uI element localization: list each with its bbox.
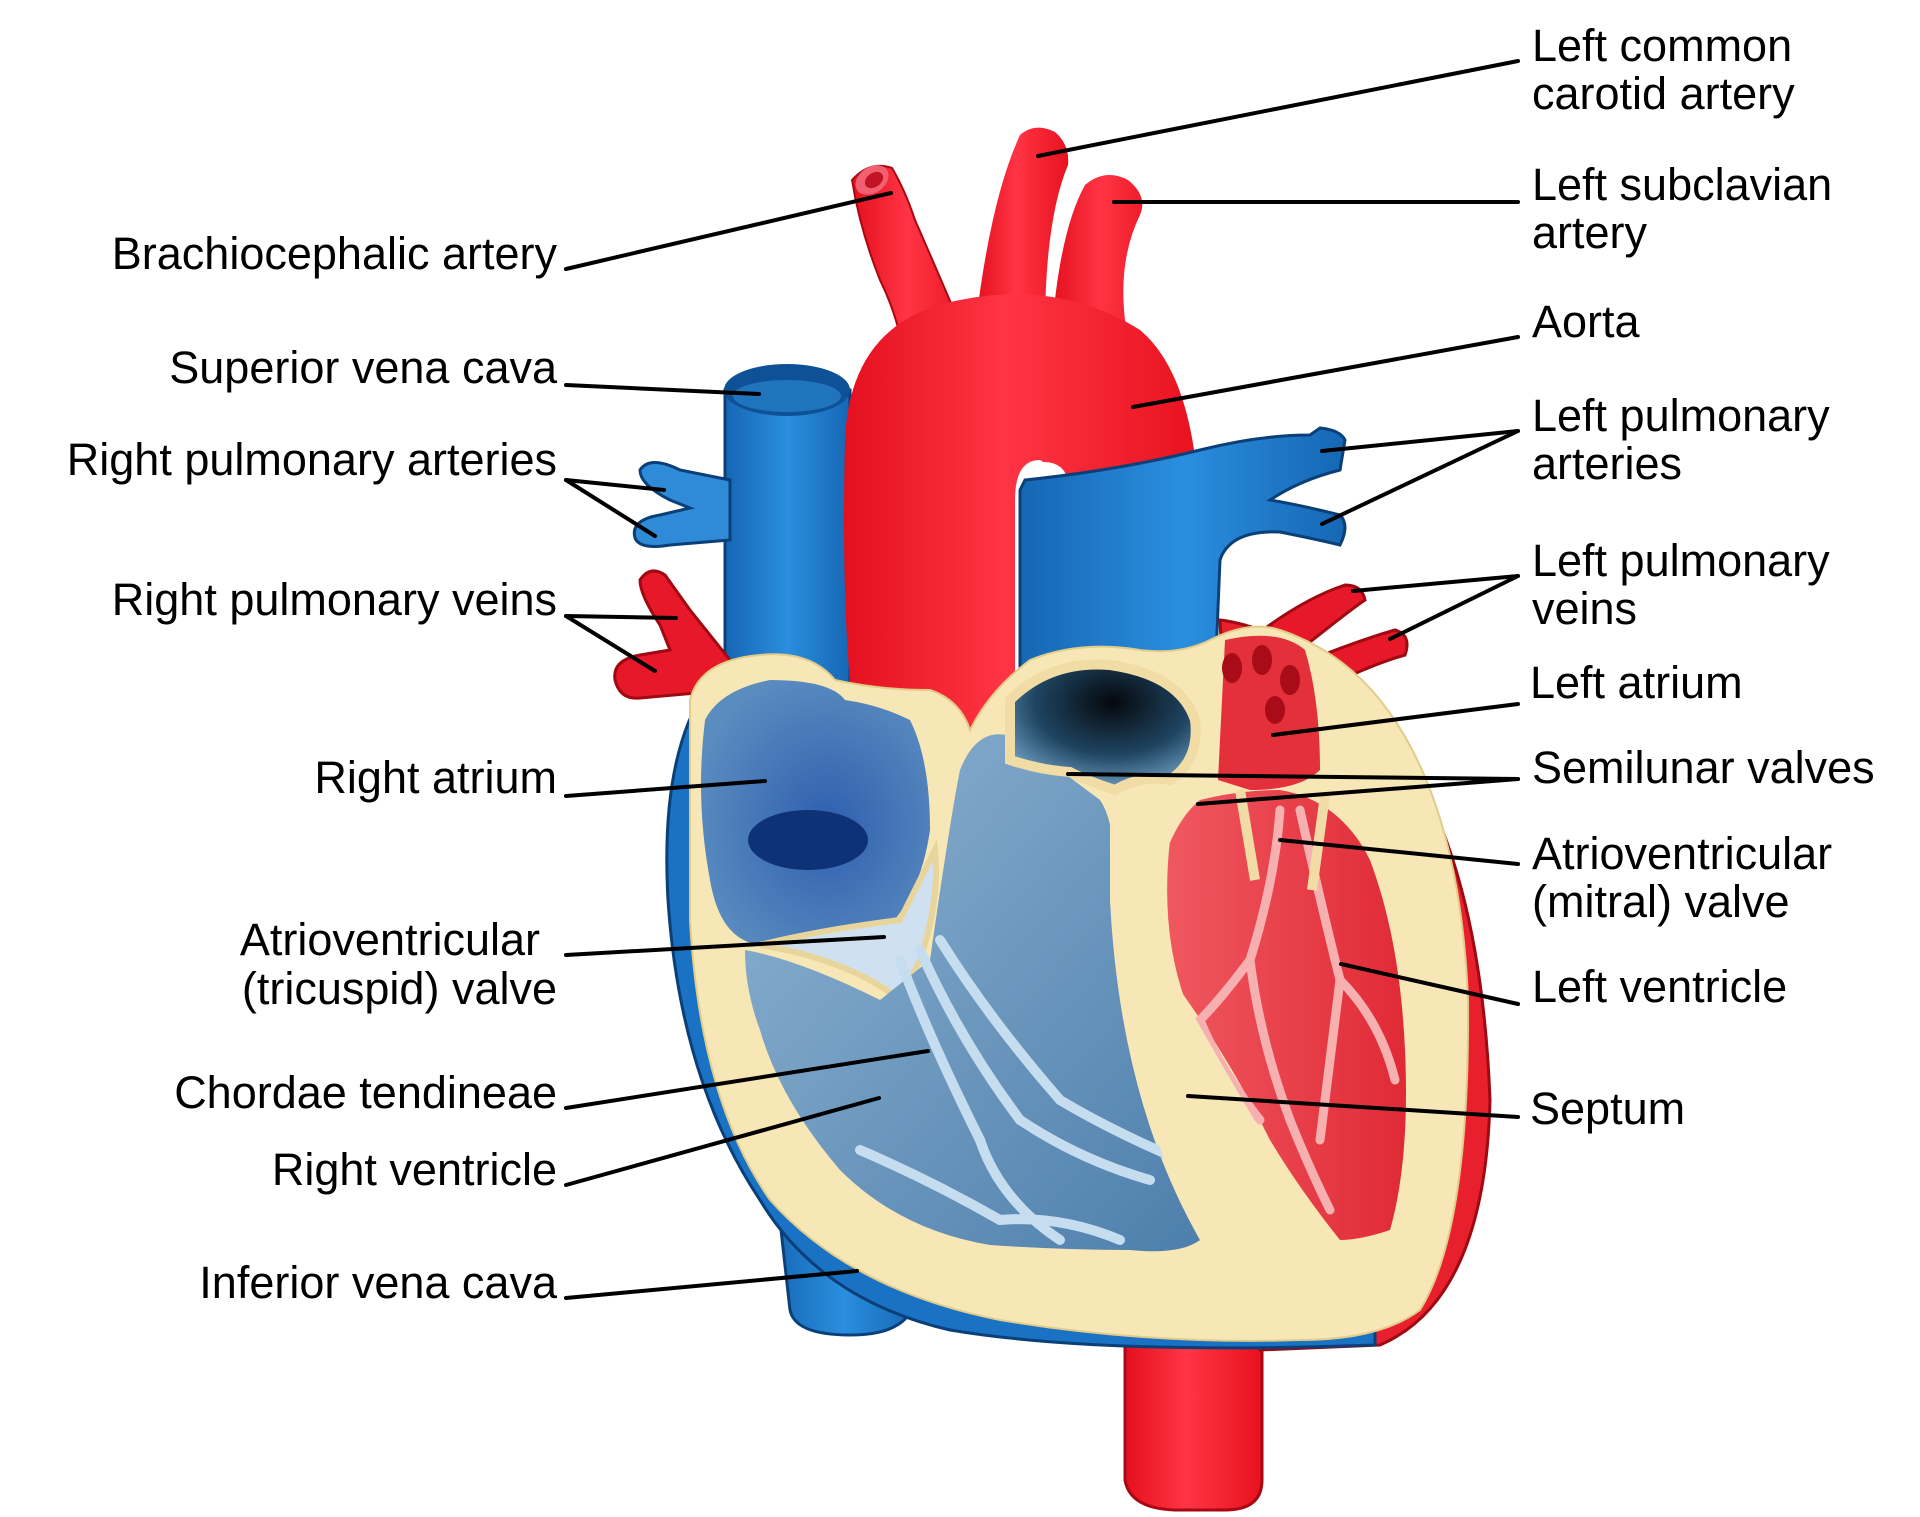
label-left-subclavian-line2: artery [1532,207,1648,258]
label-mitral-line2: (mitral) valve [1532,876,1790,927]
leader-right-pulmonary-vein-1 [564,614,678,620]
leader-left-atrium [1271,702,1520,737]
leader-left-common-carotid [1036,59,1520,158]
left-chordae-tendineae [1195,805,1400,1215]
leader-semilunar-2 [1196,777,1520,806]
labels-right: Left common carotid artery Left subclavi… [1530,20,1875,1134]
right-chordae-tendineae [855,935,1185,1245]
leader-mitral-valve [1278,838,1520,866]
label-chordae-tendineae: Chordae tendineae [174,1067,557,1118]
leader-superior-vena-cava [564,383,761,396]
aorta-vessel [844,294,1200,760]
leader-septum [1186,1094,1520,1119]
leader-right-pulmonary-vein-2 [564,614,657,673]
leader-lines [564,59,1520,1300]
label-left-subclavian-line1: Left subclavian [1532,159,1832,210]
pulmonary-trunk-vessel [1018,426,1347,682]
label-right-atrium: Right atrium [314,752,557,803]
label-right-pulmonary-arteries: Right pulmonary arteries [67,434,557,485]
leader-inferior-vena-cava [564,1269,859,1300]
label-brachiocephalic-artery: Brachiocephalic artery [112,228,558,279]
leader-right-ventricle [564,1096,881,1187]
label-right-ventricle: Right ventricle [272,1144,557,1195]
leader-tricuspid-valve [564,935,886,957]
left-ventricle-cavity [1157,790,1406,1240]
label-left-pulmonary-veins-line1: Left pulmonary [1532,535,1830,586]
right-pulmonary-arteries-vessel [632,461,732,548]
label-inferior-vena-cava: Inferior vena cava [199,1257,558,1308]
label-semilunar-valves: Semilunar valves [1532,742,1875,793]
label-mitral-line1: Atrioventricular [1532,828,1832,879]
left-common-carotid-vessel [975,127,1069,330]
leader-brachiocephalic [564,191,893,271]
right-pulmonary-veins-vessel [613,569,732,700]
label-left-ventricle: Left ventricle [1532,961,1787,1012]
leader-semilunar-1 [1066,772,1520,781]
leader-left-pulmonary-artery-1 [1320,429,1520,453]
leader-left-pulmonary-artery-2 [1320,429,1520,526]
descending-aorta [1123,1298,1264,1512]
label-tricuspid-line2: (tricuspid) valve [242,963,557,1014]
pulmonary-vein-openings [1222,645,1300,724]
leader-chordae-tendineae [564,1049,930,1110]
label-left-pulmonary-arteries-line1: Left pulmonary [1532,390,1830,441]
leader-aorta [1131,335,1520,409]
leader-left-pulmonary-vein-1 [1351,574,1520,593]
tricuspid-valve-leaflet [759,839,939,1005]
label-left-common-carotid-line2: carotid artery [1532,68,1795,119]
leader-right-pulmonary-artery-2 [564,478,657,538]
leader-right-atrium [564,779,767,798]
label-left-atrium: Left atrium [1530,657,1743,708]
label-superior-vena-cava: Superior vena cava [169,342,558,393]
label-tricuspid-line1: Atrioventricular [240,914,540,965]
label-left-common-carotid-line1: Left common [1532,20,1792,71]
coronary-sinus-opening [748,810,868,870]
leader-left-ventricle [1339,962,1520,1006]
label-left-pulmonary-veins-line2: veins [1532,583,1637,634]
label-left-pulmonary-arteries-line2: arteries [1532,438,1682,489]
leader-right-pulmonary-artery-1 [564,478,666,492]
brachiocephalic-lumen [864,171,884,189]
septum-wall [1110,813,1306,1290]
label-aorta: Aorta [1532,296,1641,347]
labels-left: Brachiocephalic artery Superior vena cav… [67,228,558,1308]
label-septum: Septum [1530,1083,1685,1134]
aortic-valve-opening [1005,659,1201,796]
label-right-pulmonary-veins: Right pulmonary veins [112,574,557,625]
leader-left-pulmonary-vein-2 [1388,574,1520,641]
